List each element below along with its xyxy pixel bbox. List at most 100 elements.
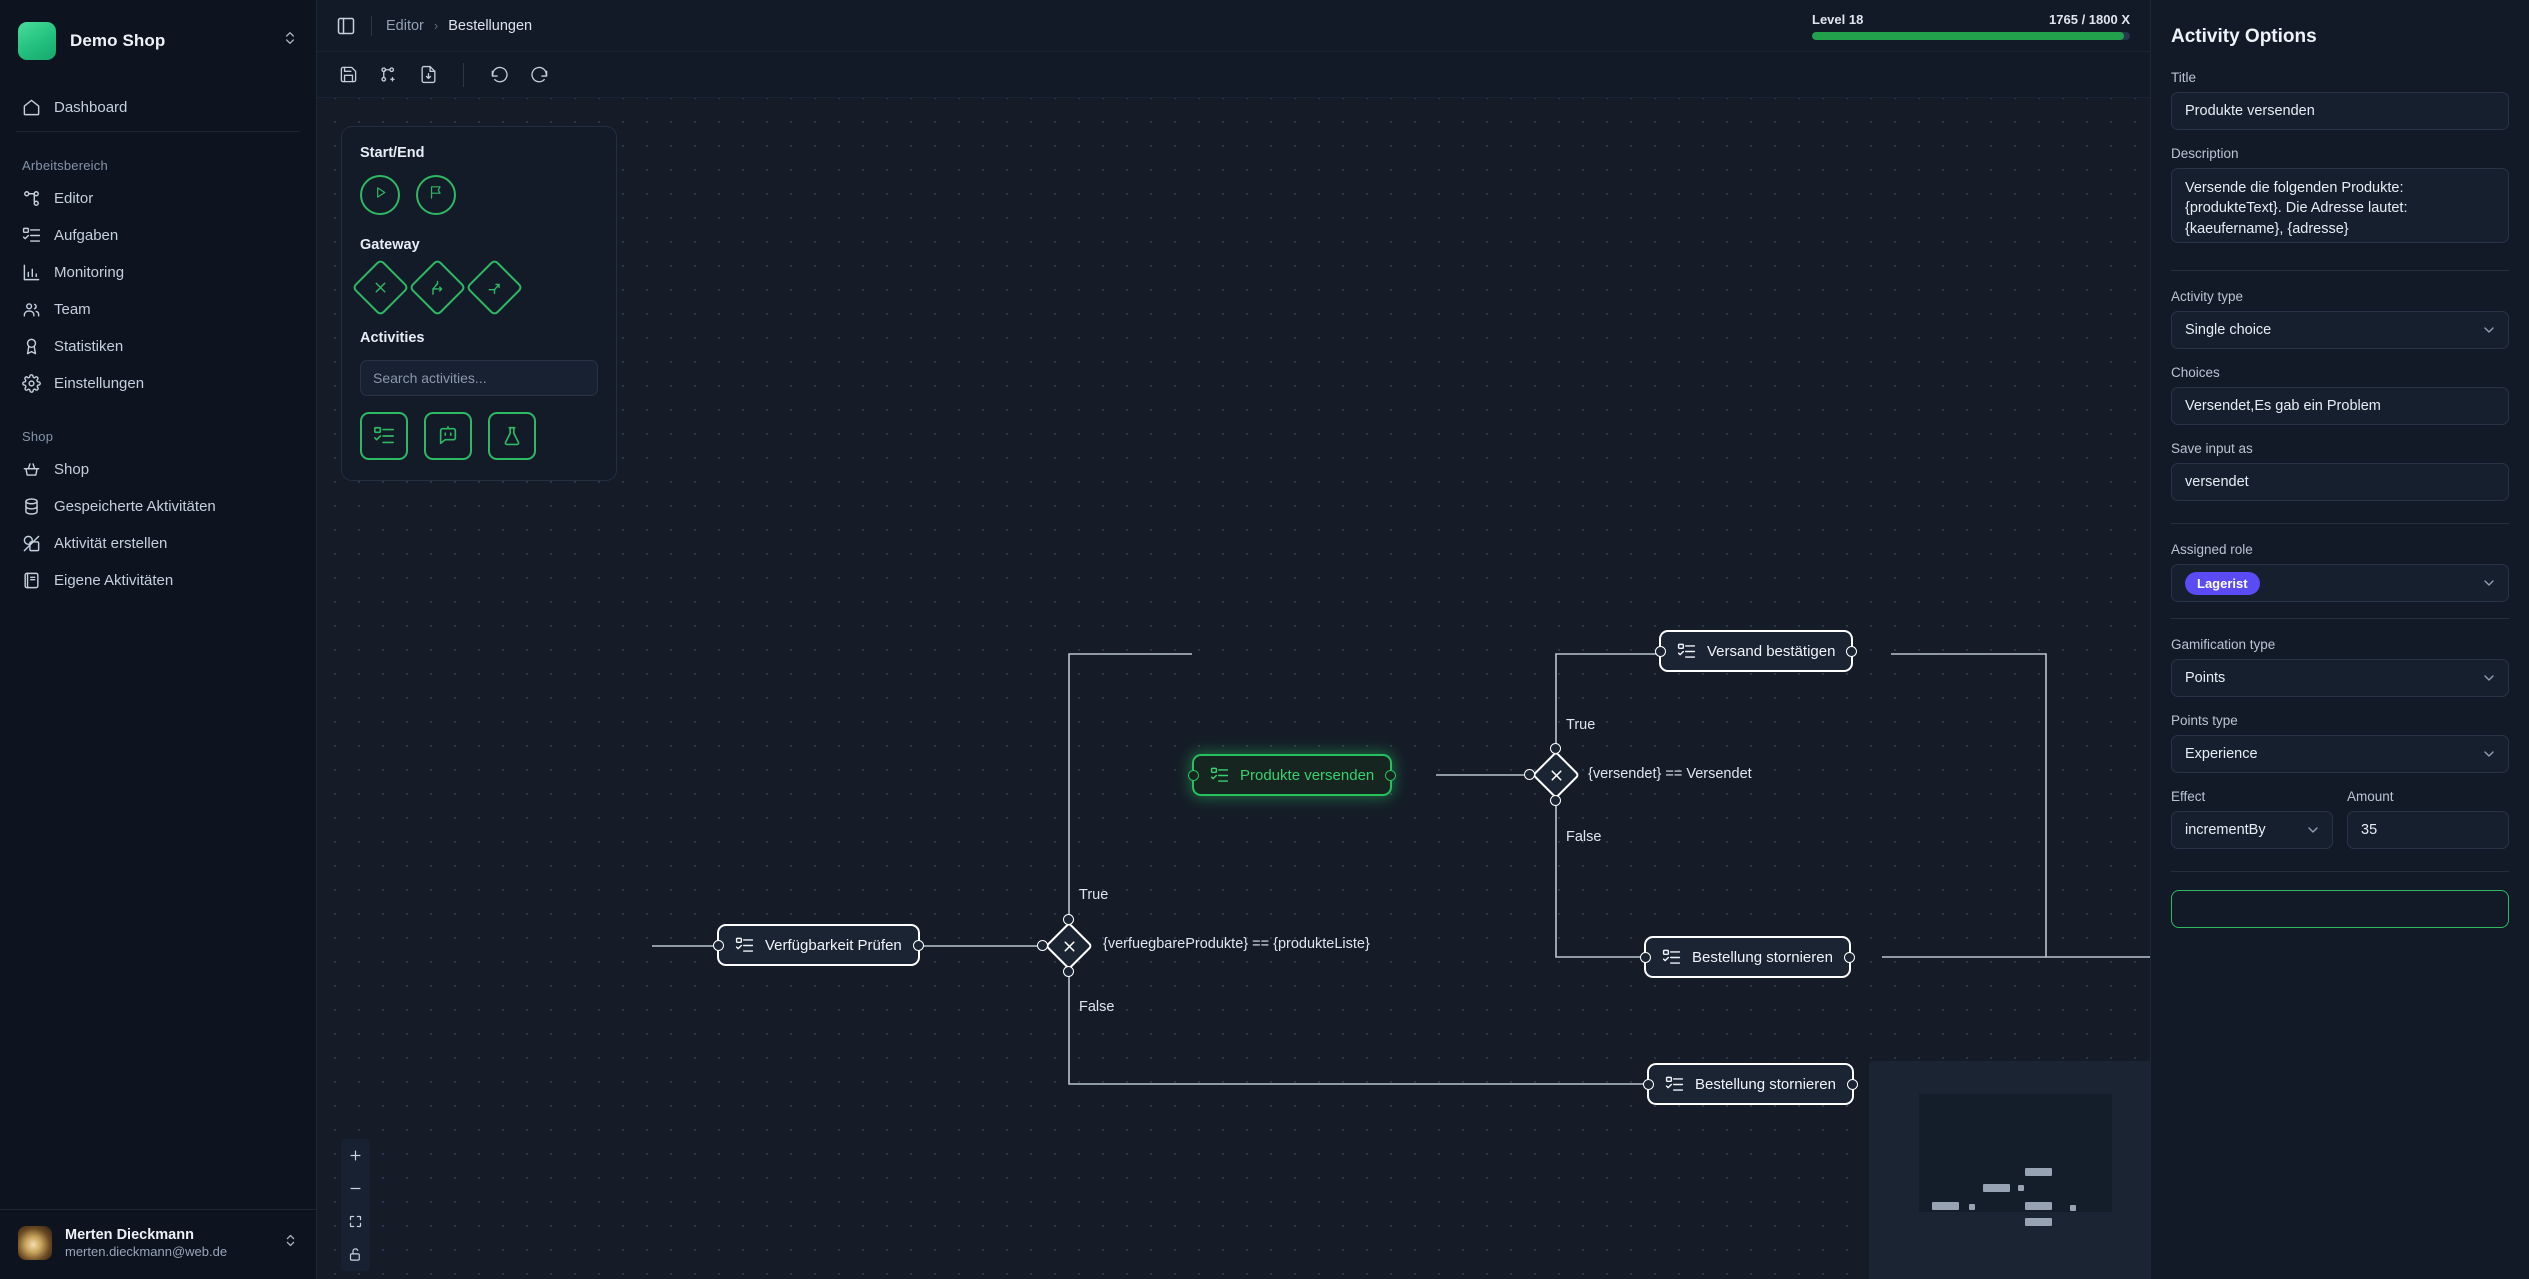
workspace-switcher[interactable]: Demo Shop xyxy=(0,0,316,80)
node-port-right[interactable] xyxy=(1846,1078,1858,1090)
gateway-port-top[interactable] xyxy=(1063,914,1074,925)
sidebar-item-einstellungen[interactable]: Einstellungen xyxy=(12,366,304,401)
fit-view-button[interactable] xyxy=(341,1205,370,1238)
sidebar-item-gespeicherte-aktivitaeten[interactable]: Gespeicherte Aktivitäten xyxy=(12,489,304,524)
sidebar-item-aktivitaet-erstellen[interactable]: Aktivität erstellen xyxy=(12,526,304,561)
gateway-diamond[interactable] xyxy=(1531,750,1581,800)
node-port-left[interactable] xyxy=(1643,1078,1654,1090)
minus-icon xyxy=(350,1187,361,1190)
chevron-down-icon xyxy=(2305,822,2321,842)
node-port-right[interactable] xyxy=(1846,645,1858,657)
gamification-type-select[interactable]: Points xyxy=(2171,659,2509,697)
palette-experiment-activity[interactable] xyxy=(488,412,536,460)
book-icon xyxy=(22,571,41,590)
undo-button[interactable] xyxy=(482,59,516,91)
sidebar-item-shop[interactable]: Shop xyxy=(12,452,304,487)
breadcrumb-current: Bestellungen xyxy=(448,17,533,34)
sidebar-item-editor[interactable]: Editor xyxy=(12,181,304,216)
zoom-in-button[interactable] xyxy=(341,1139,370,1172)
effect-label: Effect xyxy=(2171,789,2206,804)
flow-canvas[interactable]: Start/End Gateway xyxy=(317,52,2150,1279)
user-email: merten.dieckmann@web.de xyxy=(65,1244,228,1260)
flow-node-verfuegbarkeit-pruefen[interactable]: Verfügbarkeit Prüfen xyxy=(713,924,924,966)
lock-button[interactable] xyxy=(341,1238,370,1271)
add-branch-button[interactable] xyxy=(371,59,405,91)
node-port-right[interactable] xyxy=(912,939,924,951)
nav-group-workspace: Arbeitsbereich Editor Aufgaben Monitorin… xyxy=(0,132,316,403)
user-menu[interactable]: Merten Dieckmann merten.dieckmann@web.de xyxy=(0,1210,316,1279)
effect-select[interactable]: incrementBy xyxy=(2171,811,2333,849)
palette-chat-activity[interactable] xyxy=(424,412,472,460)
node-port-left[interactable] xyxy=(713,939,724,951)
flow-node-bestellung-stornieren-2[interactable]: Bestellung stornieren xyxy=(1643,1063,1858,1105)
save-input-as-field[interactable] xyxy=(2171,463,2509,501)
panel-title: Activity Options xyxy=(2171,26,2317,47)
sidebar-item-dashboard[interactable]: Dashboard xyxy=(12,90,304,125)
panel-action-button[interactable] xyxy=(2171,890,2509,928)
minimap[interactable] xyxy=(1869,1061,2150,1279)
points-type-select[interactable]: Experience xyxy=(2171,735,2509,773)
flow-node-label: Versand bestätigen xyxy=(1707,642,1836,660)
sidebar-item-statistiken[interactable]: Statistiken xyxy=(12,329,304,364)
gateway-versendet[interactable] xyxy=(1524,743,1581,806)
minimap-node xyxy=(1969,1204,1975,1210)
list-checks-icon xyxy=(735,936,754,955)
node-port-right[interactable] xyxy=(1385,769,1397,781)
chevron-down-icon xyxy=(2481,670,2497,690)
topbar-right: Level 18 1765 / 1800 X xyxy=(1812,12,2132,40)
nav-heading-arbeitsbereich: Arbeitsbereich xyxy=(22,158,108,173)
palette-merge-gateway[interactable] xyxy=(465,258,524,317)
sidebar-item-label: Editor xyxy=(54,190,94,207)
sidebar-item-label: Dashboard xyxy=(54,99,128,116)
node-port-left[interactable] xyxy=(1640,951,1651,963)
flow-node-label: Bestellung stornieren xyxy=(1695,1075,1836,1093)
sidebar-item-label: Monitoring xyxy=(54,264,125,281)
sidebar-item-eigene-aktivitaeten[interactable]: Eigene Aktivitäten xyxy=(12,563,304,598)
gateway-port-top[interactable] xyxy=(1550,743,1561,754)
sidebar-item-label: Eigene Aktivitäten xyxy=(54,572,174,589)
title-field[interactable] xyxy=(2171,92,2509,130)
assigned-role-select[interactable]: Lagerist xyxy=(2171,564,2509,602)
gateway-port-bottom[interactable] xyxy=(1550,795,1561,806)
gateway-verfuegbarkeit[interactable] xyxy=(1037,914,1094,977)
flow-node-versand-bestaetigen[interactable]: Versand bestätigen xyxy=(1655,630,1858,672)
palette-heading-activities: Activities xyxy=(360,330,425,346)
save-button[interactable] xyxy=(331,59,365,91)
gateway-diamond[interactable] xyxy=(1044,921,1094,971)
activity-type-select[interactable]: Single choice xyxy=(2171,311,2509,349)
palette-exclusive-gateway[interactable] xyxy=(351,258,410,317)
description-field[interactable]: Versende die folgenden Produkte: {produk… xyxy=(2171,168,2509,243)
flow-node-label: Bestellung stornieren xyxy=(1692,948,1833,966)
node-port-left[interactable] xyxy=(1655,645,1666,657)
choices-field[interactable] xyxy=(2171,387,2509,425)
sidebar-item-aufgaben[interactable]: Aufgaben xyxy=(12,218,304,253)
redo-button[interactable] xyxy=(522,59,556,91)
shapes-icon xyxy=(22,534,41,553)
node-port-right[interactable] xyxy=(1843,951,1855,963)
palette-start-node[interactable] xyxy=(360,175,400,215)
node-port-left[interactable] xyxy=(1188,769,1199,781)
gateway-port-bottom[interactable] xyxy=(1063,966,1074,977)
amount-field[interactable] xyxy=(2347,811,2509,849)
export-button[interactable] xyxy=(411,59,445,91)
plus-icon xyxy=(350,1150,361,1161)
gear-icon xyxy=(22,374,41,393)
panel-left-icon[interactable] xyxy=(331,11,361,41)
flow-node-bestellung-stornieren-1[interactable]: Bestellung stornieren xyxy=(1640,936,1855,978)
sidebar-item-team[interactable]: Team xyxy=(12,292,304,327)
palette-parallel-gateway[interactable] xyxy=(408,258,467,317)
search-input[interactable] xyxy=(360,360,598,396)
breadcrumb-parent[interactable]: Editor xyxy=(386,17,424,34)
amount-group: Amount xyxy=(2347,789,2509,865)
choices-label: Choices xyxy=(2171,365,2220,380)
gateway-port-left[interactable] xyxy=(1037,940,1048,951)
zoom-out-button[interactable] xyxy=(341,1172,370,1205)
palette-task-activity[interactable] xyxy=(360,412,408,460)
list-checks-icon xyxy=(22,226,41,245)
gateway-port-left[interactable] xyxy=(1524,769,1535,780)
sidebar-item-monitoring[interactable]: Monitoring xyxy=(12,255,304,290)
bar-chart-icon xyxy=(22,263,41,282)
palette-end-node[interactable] xyxy=(416,175,456,215)
panel-divider xyxy=(2171,270,2509,271)
flow-node-produkte-versenden[interactable]: Produkte versenden xyxy=(1188,754,1397,796)
